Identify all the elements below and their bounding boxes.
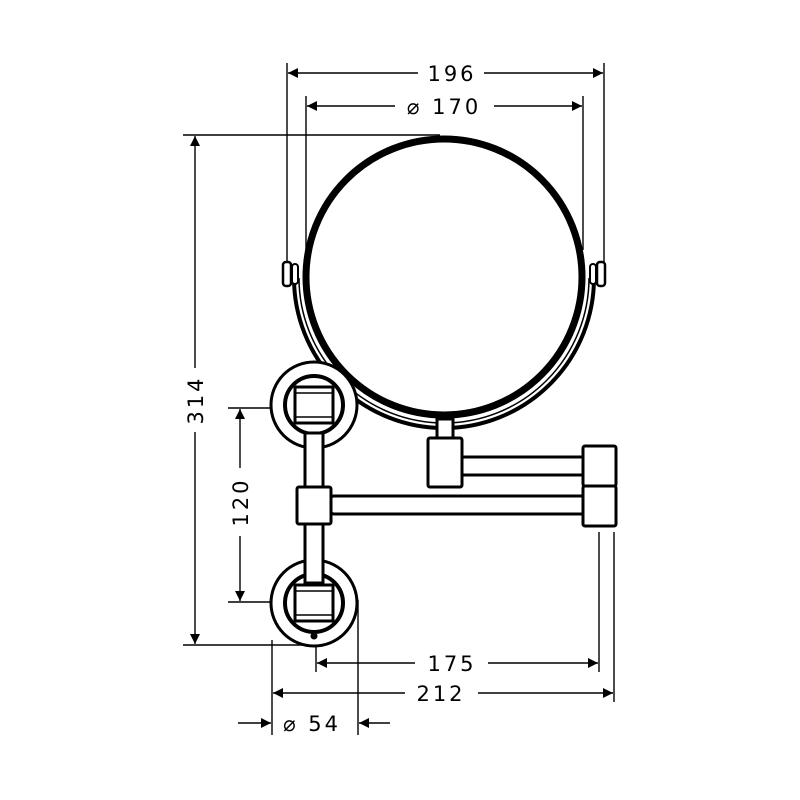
extension-lines	[183, 63, 615, 735]
mirror-frame	[302, 135, 586, 419]
mirror-joint	[426, 436, 464, 489]
wall-mount	[269, 360, 359, 648]
dim-label-54: ⌀ 54	[283, 712, 341, 736]
dim-label-196: 196	[427, 62, 476, 86]
dim-label-175: 175	[427, 652, 476, 676]
dimension-120: 120	[229, 409, 253, 601]
set-screw	[310, 632, 318, 640]
dim-label-170: ⌀ 170	[407, 95, 481, 119]
dimension-314: 314	[184, 136, 208, 644]
pivot-knob-left	[281, 260, 293, 288]
dim-label-212: 212	[416, 682, 465, 706]
dimension-212: 212	[273, 682, 613, 706]
dim-label-120: 120	[229, 477, 253, 526]
dimension-54: ⌀ 54	[238, 712, 390, 736]
mirror	[281, 135, 607, 430]
swing-arms	[328, 417, 618, 528]
end-joint-upper	[581, 444, 618, 488]
dimension-170: ⌀ 170	[307, 95, 582, 119]
pivot-knob-right	[595, 260, 607, 288]
dimension-175: 175	[317, 652, 598, 676]
dim-label-314: 314	[184, 375, 208, 424]
dimension-196: 196	[288, 62, 603, 86]
end-joint-lower	[581, 484, 618, 528]
post-joint	[295, 485, 333, 526]
